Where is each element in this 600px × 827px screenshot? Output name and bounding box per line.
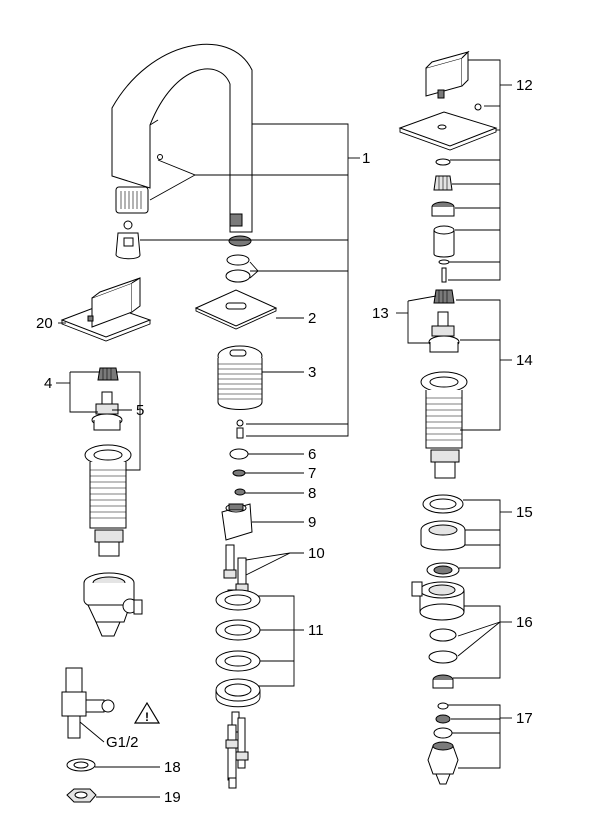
left-valve-body [84,444,132,557]
warning-triangle-icon: ! [133,701,161,724]
rosette-plate [194,289,278,330]
right-rings-15 [420,494,466,578]
right-valve-body [420,371,468,479]
callout-20: 20 [36,315,53,332]
aerator-key [115,220,141,260]
left-connection-box [83,572,143,637]
right-upper-parts [431,158,455,283]
callout-16: 16 [516,614,533,631]
leader-lines [56,59,512,798]
callout-8: 8 [308,485,316,502]
callout-17: 17 [516,710,533,727]
angle-valve-connector [61,667,115,739]
threaded-shank [217,345,263,410]
callout-13: 13 [372,305,389,322]
callout-7: 7 [308,465,316,482]
left-spline-adapter [97,367,119,381]
callout-labels: 1 2 3 4 5 6 7 8 9 10 11 12 13 14 15 16 1… [36,77,533,806]
nut-19 [66,788,97,803]
callout-5: 5 [136,402,144,419]
callout-1: 1 [362,150,370,167]
right-handle-lever [425,50,470,99]
callout-12: 12 [516,77,533,94]
left-handle-rosette [60,277,152,342]
base-rings [215,589,261,708]
adapter-block [221,503,253,541]
callout-4: 4 [44,375,52,392]
right-cartridge [428,311,460,353]
warning-symbol: ! [145,710,149,724]
right-spline-adapter [433,289,455,304]
callout-2: 2 [308,310,316,327]
washer-18 [66,758,96,772]
callout-9: 9 [308,514,316,531]
callout-3: 3 [308,364,316,381]
right-connection-box [411,581,465,689]
left-cartridge [91,391,123,431]
callout-14: 14 [516,352,533,369]
aerator [115,186,149,214]
callout-11: 11 [308,622,324,639]
spout-body [111,43,253,233]
callout-19: 19 [164,789,181,806]
right-bottom-parts [427,702,459,785]
callout-6: 6 [308,446,316,463]
callout-15: 15 [516,504,533,521]
thread-label: G1/2 [106,734,139,751]
spout-base-parts [225,235,252,283]
callout-10: 10 [308,545,325,562]
callout-18: 18 [164,759,181,776]
small-parts [229,419,249,496]
right-rosette-plate [398,103,498,151]
flex-hoses [225,711,249,789]
